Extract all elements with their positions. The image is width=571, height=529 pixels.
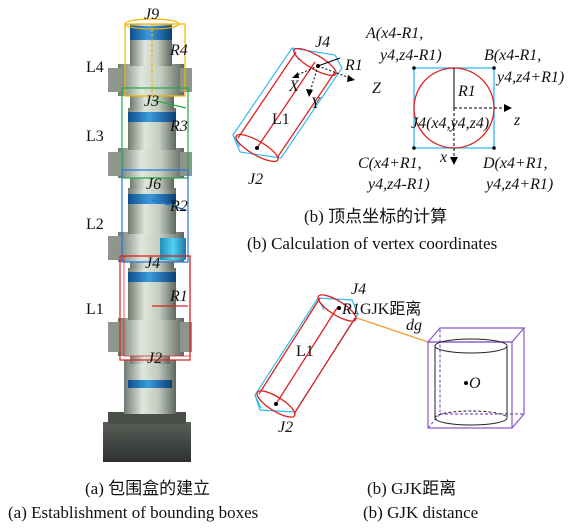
label-vertex-b-2: y4,z4+R1) <box>495 69 564 86</box>
label-vertex-a-2: y4,z4-R1) <box>378 47 442 64</box>
label-circle-z: z <box>513 112 521 129</box>
module-l1-lower <box>118 318 184 356</box>
label-l2: L2 <box>86 216 104 233</box>
module-l2-cyan-block <box>160 238 186 260</box>
cylinder-vertex-diagram <box>232 47 355 163</box>
label-j2a: J2 <box>147 350 162 367</box>
cross-section-diagram <box>412 66 512 165</box>
label-j6: J6 <box>146 176 161 193</box>
label-j4a: J4 <box>145 255 160 272</box>
robot-arm-illustration <box>103 24 192 462</box>
caption-a-cn: (a) 包围盒的建立 <box>85 479 211 498</box>
label-gjk: GJK距离 <box>360 300 421 318</box>
base-blue-ring <box>128 380 172 388</box>
obstacle-cylinder <box>434 338 508 426</box>
label-origin: O <box>469 375 481 392</box>
flange-l4-right <box>180 68 192 92</box>
module-l4-blue-cap <box>130 26 172 40</box>
axis-Z-line <box>317 65 351 79</box>
label-vertex-a-1: A(x4-R1, <box>365 25 423 42</box>
caption-b1-cn: (b) 顶点坐标的计算 <box>304 207 448 226</box>
label-circle-r1: R1 <box>457 83 476 100</box>
label-vertex-c-2: y4,z4-R1) <box>366 176 430 193</box>
flange-l3-right <box>180 152 192 176</box>
label-dg: dg <box>406 317 422 334</box>
label-b2-l1: L1 <box>296 343 314 360</box>
module-l3-lower <box>118 148 184 178</box>
label-b2-j4: J4 <box>351 281 366 298</box>
label-axis-Z: Z <box>372 80 382 97</box>
cylinder-b1-axis <box>256 61 316 149</box>
module-l3-blue-ring <box>128 112 176 122</box>
module-j8 <box>130 96 174 110</box>
cylinder-b2-axis <box>275 307 338 405</box>
label-b1-l1: L1 <box>272 111 290 128</box>
axis-X-line <box>294 65 319 77</box>
bbox-l1 <box>119 255 191 361</box>
caption-a-en: (a) Establishment of bounding boxes <box>8 503 259 522</box>
flange-l1-left <box>108 322 122 352</box>
caption-b2-cn: (b) GJK距离 <box>367 479 457 498</box>
label-b1-j2: J2 <box>248 171 263 188</box>
label-axis-X: X <box>288 78 300 95</box>
label-axis-Y: Y <box>311 95 322 112</box>
module-l1-blue-ring <box>128 272 176 282</box>
robot-base-top <box>108 412 186 424</box>
label-r3: R3 <box>169 118 188 135</box>
axis-Y-line <box>309 65 319 93</box>
flange-l3-left <box>108 152 122 176</box>
label-r2: R2 <box>169 198 188 215</box>
robot-base <box>103 422 191 462</box>
label-r4: R4 <box>169 42 188 59</box>
caption-b2-en: (b) GJK distance <box>363 503 479 522</box>
label-vertex-b-1: B(x4-R1, <box>484 47 541 64</box>
caption-b1-en: (b) Calculation of vertex coordinates <box>247 234 498 253</box>
label-j3: J3 <box>144 93 159 110</box>
label-b1-r1: R1 <box>344 57 363 74</box>
bounding-boxes <box>119 18 191 361</box>
label-b2-j2: J2 <box>278 419 293 436</box>
label-r1: R1 <box>169 288 188 305</box>
label-vertex-d-2: y4,z4+R1) <box>484 176 553 193</box>
bbox-l2 <box>121 169 189 263</box>
gjk-distance-line <box>356 317 429 343</box>
origin-point <box>464 381 468 385</box>
flange-l1-right <box>180 322 192 352</box>
label-vertex-d-1: D(x4+R1, <box>482 155 548 172</box>
label-vertex-c-1: C(x4+R1, <box>358 155 422 172</box>
label-l3: L3 <box>86 128 104 145</box>
module-l2-blue-ring <box>128 194 176 204</box>
label-b2-r1: R1 <box>341 301 360 318</box>
module-l4-lower <box>118 64 184 96</box>
label-j9: J9 <box>144 6 159 23</box>
obstacle-box <box>426 327 526 429</box>
flange-l2-left <box>108 236 122 260</box>
gjk-cylinder-diagram <box>254 294 429 418</box>
label-center-j4: J4(x4,y4,z4) <box>411 115 489 132</box>
label-circle-x: x <box>439 149 447 166</box>
label-l1: L1 <box>86 301 104 318</box>
flange-l4-left <box>108 68 122 92</box>
bbox-l4 <box>124 18 186 97</box>
label-l4: L4 <box>86 59 104 76</box>
label-b1-j4: J4 <box>315 34 330 51</box>
bbox-l3 <box>121 87 189 179</box>
